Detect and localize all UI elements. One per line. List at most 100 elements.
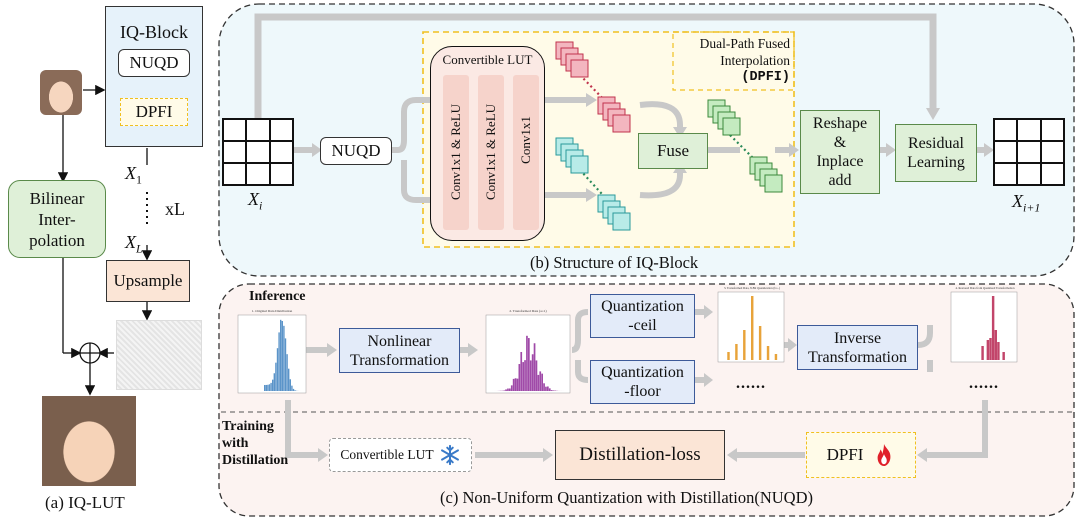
histogram-bar xyxy=(528,338,530,391)
flow-cyan-fuse xyxy=(639,170,683,199)
histogram-bar xyxy=(509,388,511,391)
histogram-bar xyxy=(531,354,534,391)
bilinear-box: Bilinear Inter- polation xyxy=(8,180,106,258)
histogram-bar xyxy=(535,360,538,391)
conv-layer-2 xyxy=(478,75,504,230)
histogram-bar xyxy=(512,378,515,391)
histogram-bar xyxy=(288,368,290,391)
conv-label-3: Conv1x1 xyxy=(518,116,533,164)
histogram-bar xyxy=(758,326,762,360)
input-image xyxy=(40,70,82,115)
fire-icon xyxy=(878,444,891,466)
snowflake-icon xyxy=(440,444,459,466)
iq-block-title: IQ-Block xyxy=(120,22,188,42)
skip-connection xyxy=(254,13,937,118)
histogram-bar xyxy=(994,330,997,360)
ellipsis-1: ...... xyxy=(736,375,766,392)
plot-quantized: 3. Transformed Data, 8-Bit Quantization … xyxy=(717,286,785,363)
green-cube-stack-1 xyxy=(707,99,741,136)
histogram-bar xyxy=(727,352,730,360)
histogram-bar xyxy=(545,386,547,391)
xi1-grid xyxy=(993,118,1065,186)
histogram-bar xyxy=(278,332,280,391)
histogram-bar xyxy=(289,379,291,391)
histogram-bar xyxy=(522,362,524,391)
nuqd-box-a: NUQD xyxy=(118,49,190,77)
plot3-title: 3. Transformed Data, 8-Bit Quantization … xyxy=(724,286,780,291)
histogram-bar xyxy=(991,296,995,360)
histogram-bar xyxy=(520,351,523,391)
histogram-bar xyxy=(743,330,746,360)
histogram-bar xyxy=(505,389,507,391)
histogram-bar xyxy=(529,360,532,391)
dpfi-title: Dual-Path Fused Interpolation (DPFI) xyxy=(699,36,790,85)
histogram-bar xyxy=(268,384,271,391)
histogram-bar xyxy=(735,344,738,360)
histogram-bar xyxy=(518,364,521,391)
plot-original: 1. Original Data Distribution xyxy=(237,309,307,394)
dpfi-box-a: DPFI xyxy=(120,98,188,126)
histogram-bar xyxy=(507,388,509,391)
histogram-bar xyxy=(997,342,1000,360)
upsample-box: Upsample xyxy=(106,260,190,302)
cyan-cube-stack-1 xyxy=(555,137,589,174)
flow-plot4-dpfi xyxy=(925,400,988,458)
histogram-bar xyxy=(264,384,266,391)
histogram-bar xyxy=(284,338,287,391)
nonlinear-box: Nonlinear Transformation xyxy=(339,328,460,373)
histogram-bar xyxy=(552,390,555,391)
histogram-bar xyxy=(550,390,553,391)
histogram-bar xyxy=(292,388,295,391)
histogram-bar xyxy=(548,388,551,391)
flow-nuqd-lut xyxy=(392,97,430,203)
histogram-bar xyxy=(265,384,267,391)
dpfi-box-c: DPFI xyxy=(806,432,916,478)
histogram-bar xyxy=(283,325,285,391)
caption-c: (c) Non-Uniform Quantization with Distil… xyxy=(440,488,814,507)
histogram-bar xyxy=(541,373,543,391)
histogram-bar xyxy=(286,354,288,391)
histogram-bar xyxy=(510,385,513,391)
flow-plot1-lut xyxy=(285,400,320,458)
histogram-bar xyxy=(291,385,293,391)
reshape-box: Reshape & Inplace add xyxy=(800,110,880,194)
histogram-bar xyxy=(989,338,992,360)
cyan-cube-stack-2 xyxy=(597,194,631,231)
lut-cubes xyxy=(555,41,783,231)
histogram-bar xyxy=(503,390,505,391)
caption-b: (b) Structure of IQ-Block xyxy=(530,253,699,272)
xi-grid xyxy=(222,118,294,186)
histogram-bar xyxy=(543,383,545,391)
histogram-bar xyxy=(281,321,283,391)
histogram-bar xyxy=(981,346,984,360)
residual-box: Residual Learning xyxy=(895,124,977,182)
histogram-bar xyxy=(986,340,990,360)
convertible-lut-title: Convertible LUT xyxy=(442,52,533,67)
histogram-bar xyxy=(1002,352,1005,360)
histogram-bar xyxy=(280,319,282,391)
flow-red-fuse xyxy=(639,101,683,130)
histogram-bar xyxy=(539,371,542,391)
fuse-box: Fuse xyxy=(638,133,708,169)
histogram-bar xyxy=(294,390,296,391)
caption-a: (a) IQ-LUT xyxy=(45,493,125,512)
dpfi-label-region xyxy=(672,31,795,91)
conv-label-2: Conv1x1 & ReLU xyxy=(483,103,498,201)
histogram-bar xyxy=(270,382,272,391)
histogram-bar xyxy=(526,335,528,391)
histogram-bar xyxy=(267,384,269,391)
green-cube-stack-2 xyxy=(749,156,783,193)
red-cube-stack-1 xyxy=(555,41,589,78)
conv-label-1: Conv1x1 & ReLU xyxy=(448,103,463,201)
quant-ceil-box: Quantization -ceil xyxy=(590,294,695,338)
plot1-title: 1. Original Data Distribution xyxy=(252,309,293,313)
inference-label: Inference xyxy=(249,289,306,304)
histogram-bar xyxy=(524,360,526,391)
inverse-box: Inverse Transformation xyxy=(797,325,918,370)
histogram-bar xyxy=(774,354,778,360)
conv-layer-1 xyxy=(443,75,469,230)
xi-label: Xi xyxy=(248,189,263,213)
ellipsis-2: ...... xyxy=(969,375,999,392)
repeat-label: xL xyxy=(165,199,185,219)
histogram-bar xyxy=(273,373,275,391)
